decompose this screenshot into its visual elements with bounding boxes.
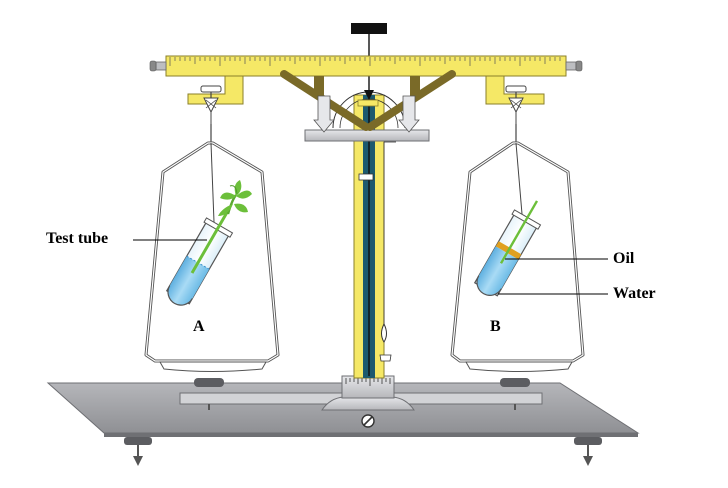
adjust-knob-icon [361, 414, 375, 428]
balance-beam [149, 55, 583, 77]
hook-left [200, 85, 222, 124]
pan-hanger-a [144, 124, 280, 372]
label-pan-a: A [193, 318, 205, 335]
label-test-tube: Test tube [46, 230, 109, 247]
plant-seedling-icon [218, 180, 252, 216]
test-tube-a [165, 142, 234, 306]
pan-hanger-b [450, 124, 585, 372]
test-tube-b [473, 142, 542, 297]
label-oil: Oil [613, 250, 635, 267]
hanger-bracket-left [187, 75, 244, 105]
label-water: Water [613, 285, 656, 302]
pointer-arrow [364, 90, 374, 100]
zero-scale [345, 378, 391, 386]
plumb-bob [379, 141, 396, 362]
pin-stops [313, 95, 420, 133]
label-pan-b: B [490, 318, 501, 335]
pointer-needle [358, 32, 374, 376]
pan-rest-left [194, 378, 224, 410]
hook-right [505, 85, 527, 124]
pan-rest-right [500, 378, 530, 410]
leader-lines [133, 239, 608, 295]
pointer-cap [351, 23, 387, 34]
leveling-foot-left [124, 437, 152, 466]
hanger-bracket-right [485, 75, 545, 105]
beam-posts [314, 76, 420, 96]
leveling-foot-right [574, 437, 602, 466]
column-pedestal [321, 375, 415, 411]
